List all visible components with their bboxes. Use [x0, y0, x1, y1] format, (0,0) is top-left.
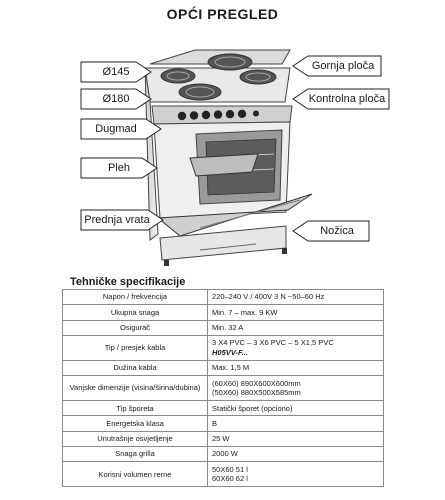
spec-value-line: 50X60 51 l — [212, 464, 248, 474]
spec-key: Tip / presjek kabla — [62, 334, 208, 361]
label-knobs: Dugmad — [80, 118, 162, 140]
table-row: Unutrašnje osvjetljenje 25 W — [62, 430, 384, 448]
label-tray: Pleh — [80, 157, 158, 179]
spec-value: Max. 1,5 M — [207, 359, 384, 377]
spec-key: Ukupna snaga — [62, 304, 208, 321]
table-row: Dužina kabla Max. 1,5 M — [62, 359, 384, 377]
spec-key: Napon / frekvencija — [62, 288, 208, 306]
arrow-right-icon — [80, 61, 152, 83]
page-title: OPĆI PREGLED — [166, 6, 279, 22]
knob — [177, 109, 259, 121]
spec-key: Vanjske dimenzije (visina/širina/dubina) — [62, 375, 208, 402]
spec-key: Unutrašnje osvjetljenje — [62, 430, 208, 448]
spec-value-line: H05VV-F... — [212, 347, 248, 357]
spec-key: Snaga grilla — [62, 446, 208, 463]
label-d145: Ø145 — [80, 61, 152, 83]
spec-value-line: (60X60) 890X600X600mm — [212, 378, 301, 388]
spec-key: Korisni volumen rerne — [62, 461, 208, 488]
spec-value-line: 60X60 62 l — [212, 474, 248, 484]
table-row: Korisni volumen rerne 50X60 51 l 60X60 6… — [62, 461, 384, 488]
table-row: Energetska klasa B — [62, 415, 384, 432]
label-d180: Ø180 — [80, 88, 152, 110]
arrow-left-icon — [292, 88, 390, 110]
table-row: Tip šporeta Statički šporet (opciono) — [62, 400, 384, 417]
specs-heading: Tehničke specifikacije — [70, 276, 186, 288]
hotplate — [160, 53, 277, 101]
table-row: Vanjske dimenzije (visina/širina/dubina)… — [62, 375, 384, 402]
arrow-left-icon — [292, 55, 382, 77]
table-row: Tip / presjek kabla 3 X4 PVC – 3 X6 PVC … — [62, 334, 384, 361]
spec-key: Osigurač — [62, 319, 208, 336]
spec-value: B — [207, 415, 384, 432]
spec-value-line: (50X60) 880X500X585mm — [212, 388, 301, 398]
stove-illustration — [144, 49, 313, 266]
label-feet: Nožica — [292, 220, 370, 242]
label-top-lid: Gornja ploča — [292, 55, 382, 77]
spec-value: 220–240 V / 400V 3 N ~50–60 Hz — [207, 288, 384, 306]
arrow-right-icon — [80, 157, 158, 179]
arrow-right-icon — [80, 118, 162, 140]
table-row: Snaga grilla 2000 W — [62, 446, 384, 463]
spec-key: Tip šporeta — [62, 400, 208, 417]
spec-value: 25 W — [207, 430, 384, 448]
spec-value: 2000 W — [207, 446, 384, 463]
spec-value: Min. 32 A — [207, 319, 384, 336]
spec-value: 3 X4 PVC – 3 X6 PVC – 5 X1,5 PVC H05VV-F… — [207, 334, 384, 361]
spec-value: 50X60 51 l 60X60 62 l — [207, 461, 384, 488]
spec-value: Min. 7 – max. 9 KW — [207, 304, 384, 321]
table-row: Osigurač Min. 32 A — [62, 319, 384, 336]
table-row: Napon / frekvencija 220–240 V / 400V 3 N… — [62, 288, 384, 306]
specs-table: Napon / frekvencija 220–240 V / 400V 3 N… — [62, 288, 384, 488]
arrow-left-icon — [292, 220, 370, 242]
spec-value: (60X60) 890X600X600mm (50X60) 880X500X58… — [207, 375, 384, 402]
spec-value-line: 3 X4 PVC – 3 X6 PVC – 5 X1,5 PVC — [212, 338, 334, 348]
spec-value: Statički šporet (opciono) — [207, 400, 384, 417]
label-front-door: Prednja vrata — [80, 209, 164, 231]
arrow-right-icon — [80, 88, 152, 110]
spec-key: Dužina kabla — [62, 359, 208, 377]
table-row: Ukupna snaga Min. 7 – max. 9 KW — [62, 304, 384, 321]
spec-key: Energetska klasa — [62, 415, 208, 432]
label-control-panel: Kontrolna ploča — [292, 88, 390, 110]
arrow-right-icon — [80, 209, 164, 231]
